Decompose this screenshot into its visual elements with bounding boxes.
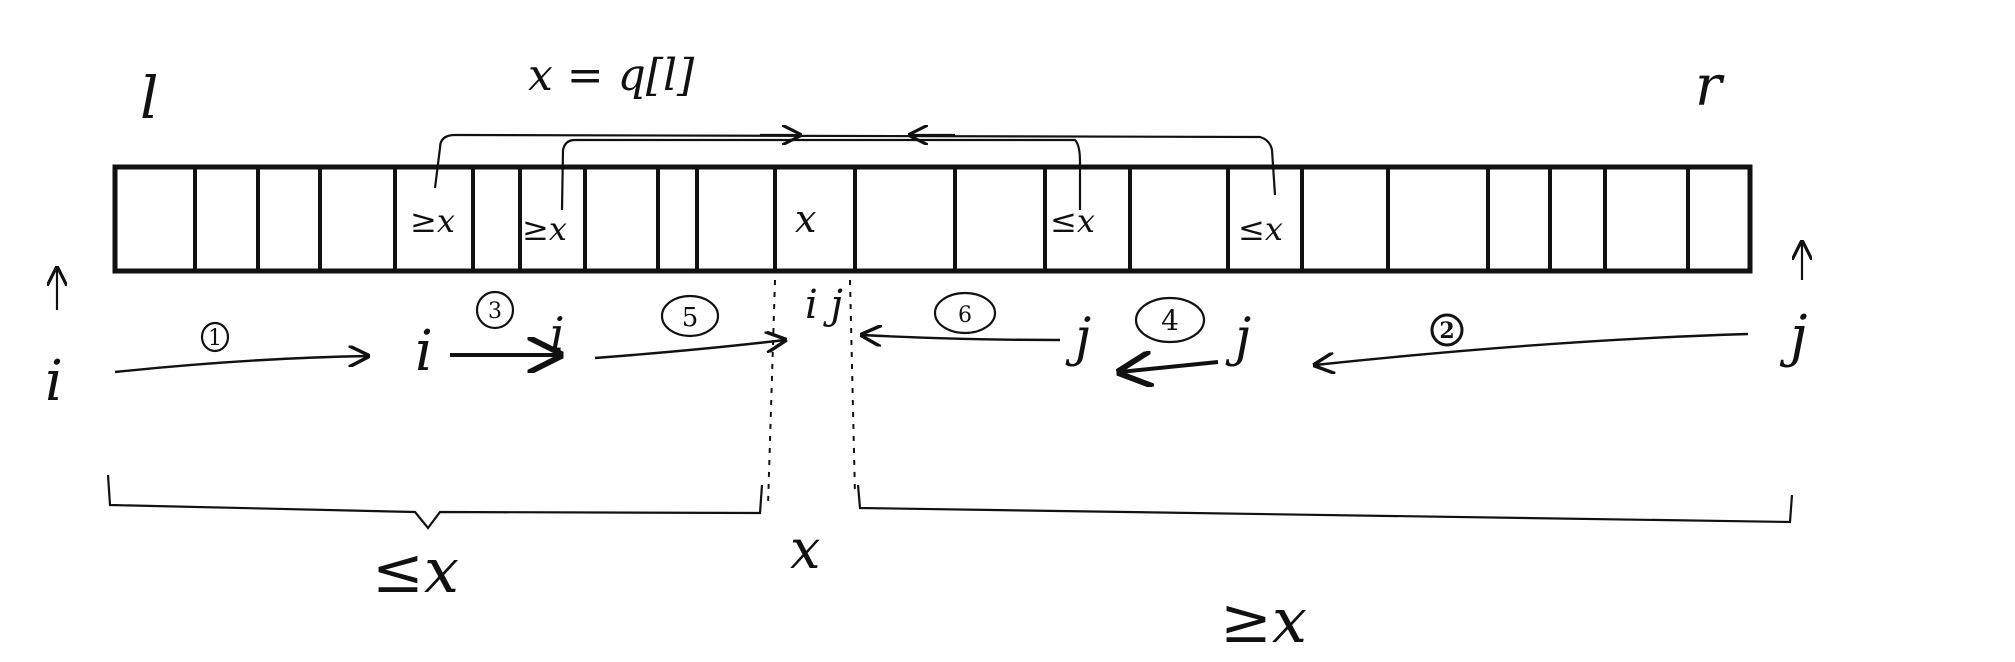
- left-partition-label: ≤x: [372, 534, 459, 607]
- label-r: r: [1695, 54, 1725, 119]
- step-2-label: 2: [1439, 318, 1454, 344]
- step-6-circle: [933, 291, 997, 335]
- step-markers: [200, 290, 1464, 353]
- step-1-label: 1: [208, 326, 222, 351]
- pointer-ij-meet: i j: [805, 282, 843, 328]
- pivot-formula: x = q[l]: [528, 50, 695, 101]
- pointer-j-mid2: j: [1225, 308, 1251, 368]
- cell-le-x-1: ≤x: [1050, 202, 1095, 240]
- step-6-label: 6: [958, 303, 972, 328]
- partition-braces: [106, 474, 1794, 530]
- step-2-circle: [1430, 313, 1464, 347]
- partition-dotted-lines: [767, 279, 856, 506]
- step-3-circle: [475, 290, 515, 330]
- step-4-label: 4: [1161, 304, 1179, 337]
- step-5-circle: [660, 294, 720, 338]
- pointer-i-mid2: i: [550, 307, 565, 361]
- array-outline: [112, 164, 1753, 274]
- array: [112, 164, 1753, 274]
- pointer-j-mid1: j: [1065, 308, 1091, 368]
- right-partition-label: ≥x: [1220, 584, 1307, 657]
- pointer-i-mid1: i: [415, 319, 433, 384]
- cell-le-x-2: ≤x: [1238, 210, 1283, 248]
- step-3-label: 3: [488, 299, 502, 324]
- label-l: l: [140, 64, 159, 132]
- right-brace: [856, 484, 1794, 524]
- cell-ge-x-1: ≥x: [410, 202, 455, 240]
- step-4-circle: [1134, 296, 1206, 344]
- cell-ge-x-2: ≥x: [522, 210, 567, 248]
- swap-connectors: [433, 135, 1277, 211]
- pointer-j-end: j: [1779, 304, 1807, 369]
- cell-pivot-x: x: [795, 197, 816, 241]
- pointer-i-start: i: [45, 349, 63, 414]
- left-brace: [106, 474, 764, 530]
- step-1-circle: [200, 321, 230, 353]
- middle-pivot-label: x: [790, 518, 820, 581]
- step-5-label: 5: [682, 303, 699, 333]
- array-dividers: [193, 167, 1690, 271]
- end-pointers: [57, 242, 1802, 310]
- movement-arrows: [114, 334, 1749, 372]
